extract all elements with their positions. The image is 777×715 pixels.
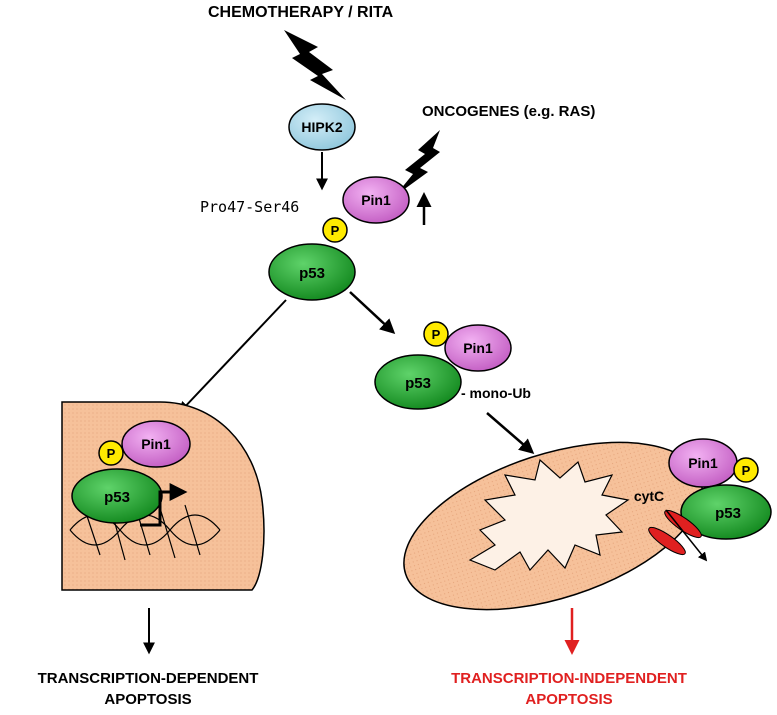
p53-protein (680, 484, 772, 540)
chemotherapy-rita-label: CHEMOTHERAPY / RITA (208, 4, 394, 21)
independent-apoptosis-title: TRANSCRIPTION-INDEPENDENT (451, 670, 687, 687)
p53-protein (71, 468, 163, 524)
p53-protein (268, 243, 356, 301)
dependent-apoptosis-subtitle: APOPTOSIS (104, 691, 191, 708)
mono-ub-label: - mono-Ub (461, 385, 531, 401)
oncogenes-label: ONCOGENES (e.g. RAS) (422, 103, 595, 120)
phosphate-label: P (742, 463, 751, 478)
p53-label: p53 (715, 505, 741, 522)
p53-label: p53 (299, 265, 325, 282)
pin1-label: Pin1 (463, 340, 493, 356)
cytochrome-c-label: cytC (634, 488, 664, 504)
arrow-p53-to-nucleus (178, 299, 287, 414)
cytochrome-c-release-arrow (665, 509, 708, 562)
lightning-bolt-icon (284, 30, 346, 100)
p53-label: p53 (405, 375, 431, 392)
arrow-p53-to-cytoplasm (349, 291, 396, 335)
dependent-apoptosis-title: TRANSCRIPTION-DEPENDENT (38, 670, 259, 687)
transcription-start-icon (140, 483, 188, 527)
phosphate-group (423, 321, 449, 347)
membrane-pore (648, 526, 686, 556)
pin1-protein (342, 176, 410, 224)
independent-apoptosis-subtitle: APOPTOSIS (525, 691, 612, 708)
pin1-protein (444, 324, 512, 372)
phosphate-group (322, 217, 348, 243)
pin1-label: Pin1 (361, 192, 391, 208)
mitochondrial-cristae (468, 458, 630, 572)
pin1-label: Pin1 (688, 455, 718, 471)
hipk2-label: HIPK2 (301, 119, 342, 135)
membrane-pore (664, 509, 702, 539)
arrow-to-mitochondrion (486, 412, 535, 454)
p53-protein (374, 354, 462, 410)
pin1-label: Pin1 (141, 436, 171, 452)
phosphate-label: P (432, 327, 441, 342)
pro47-ser46-label: Pro47-Ser46 (200, 198, 299, 216)
p53-label: p53 (104, 489, 130, 506)
lightning-bolt-icon (395, 130, 440, 196)
pin1-protein (121, 420, 191, 468)
phosphate-group (98, 440, 124, 466)
phosphate-label: P (331, 223, 340, 238)
phosphate-label: P (107, 446, 116, 461)
phosphate-group (733, 457, 759, 483)
hipk2-protein (288, 103, 356, 151)
